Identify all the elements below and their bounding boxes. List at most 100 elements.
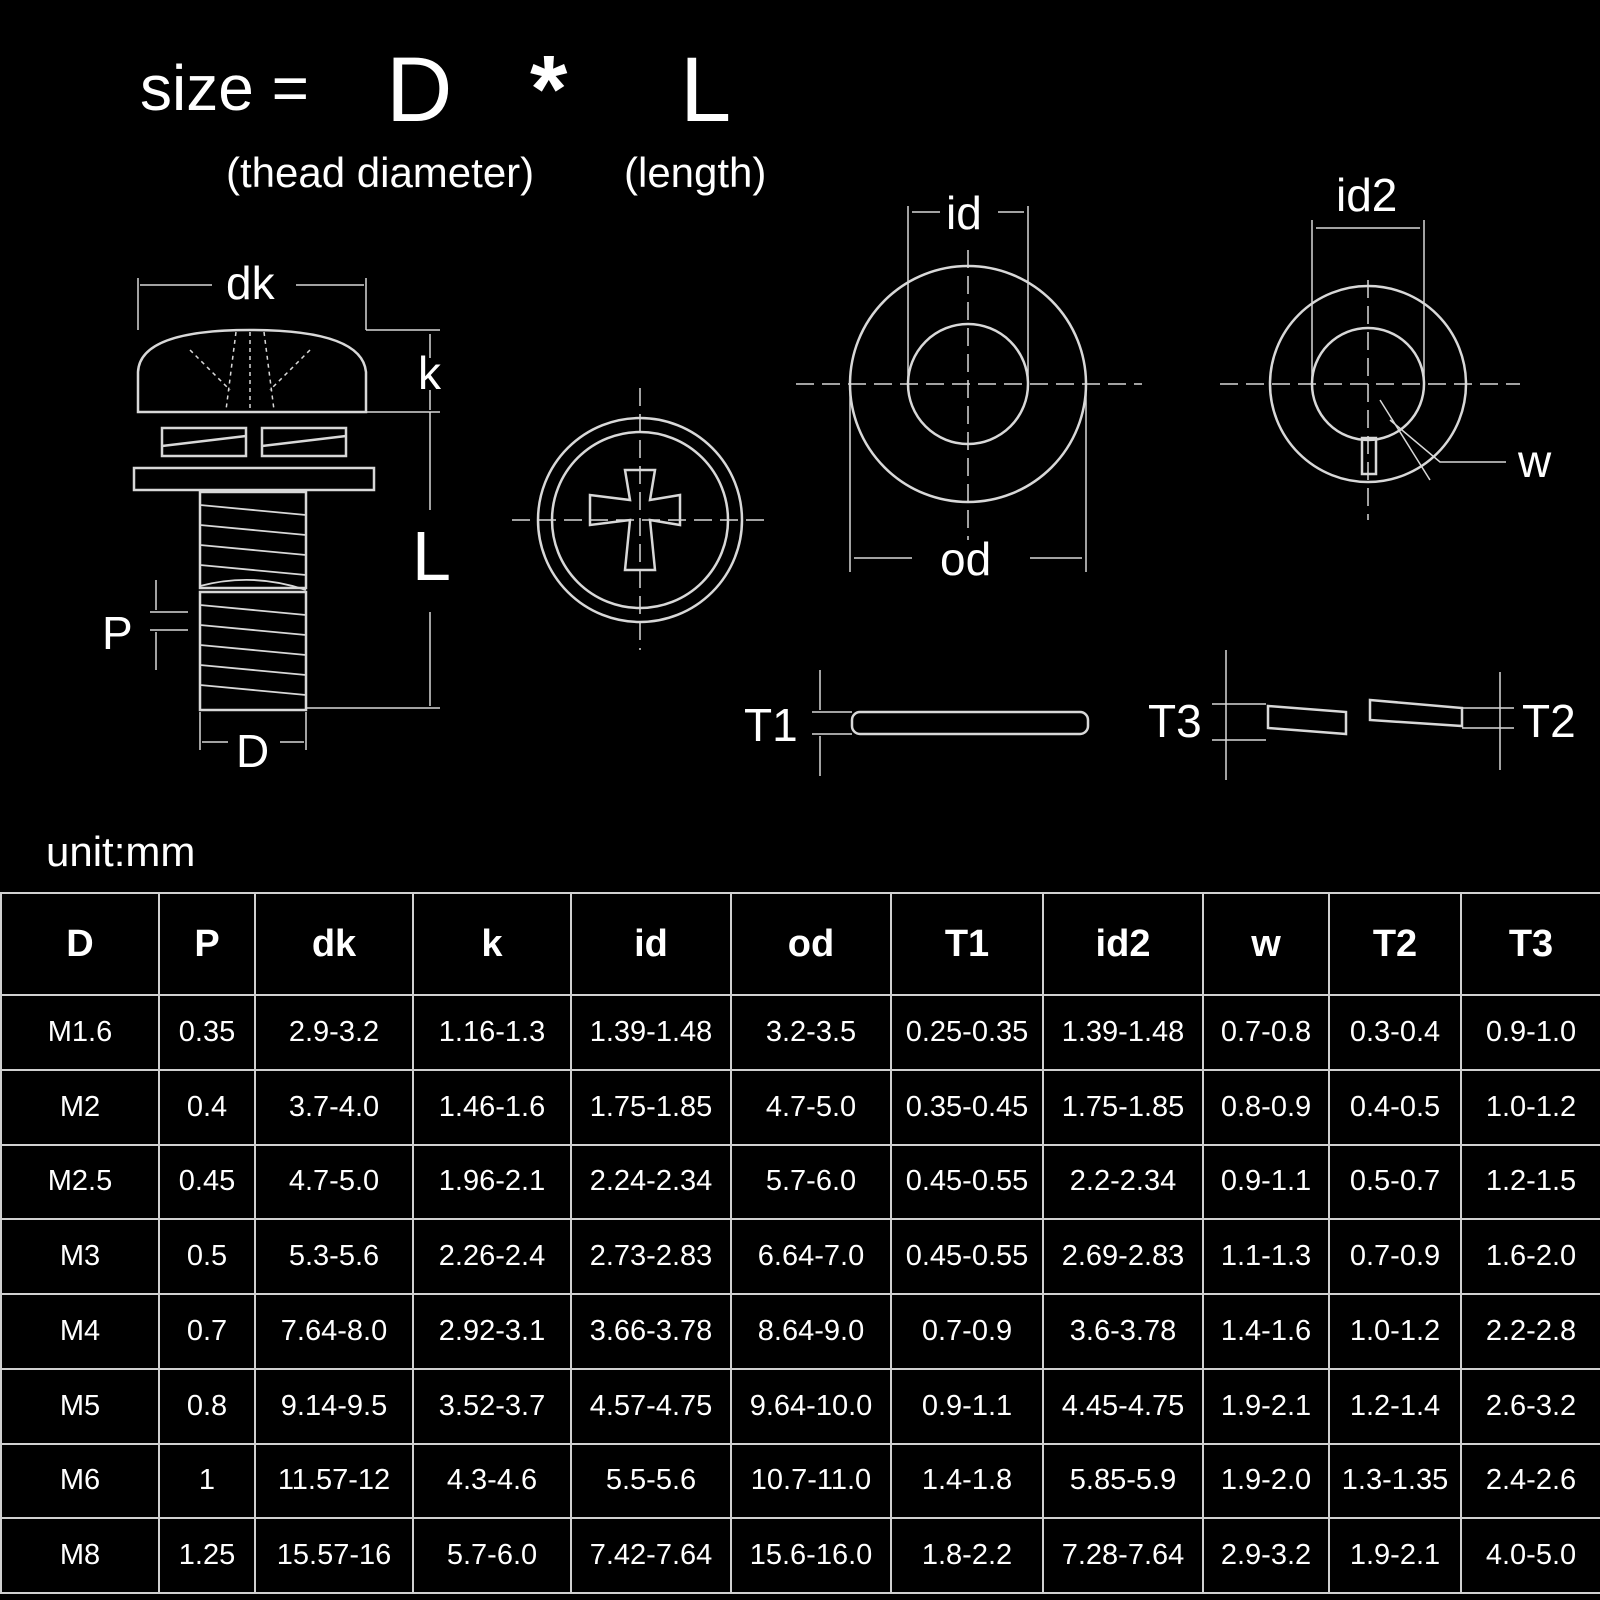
caption-diameter: (thead diameter) — [226, 149, 535, 196]
table-cell: 3.6-3.78 — [1042, 1293, 1204, 1370]
table-cell: 0.4 — [158, 1068, 256, 1146]
table-cell: 1.1-1.3 — [1202, 1218, 1330, 1295]
table-cell: 2.2-2.34 — [1042, 1143, 1204, 1221]
table-cell: 3.2-3.5 — [730, 994, 892, 1071]
table-cell: M2 — [0, 1068, 160, 1146]
table-cell: 2.73-2.83 — [570, 1218, 732, 1295]
title-operator: * — [530, 36, 568, 143]
table-cell: M4 — [0, 1293, 160, 1370]
table-cell: 1.0-1.2 — [1460, 1068, 1600, 1146]
title-d: D — [386, 39, 453, 141]
table-cell: 4.7-5.0 — [730, 1068, 892, 1146]
table-cell: 1.9-2.1 — [1202, 1367, 1330, 1445]
label-od: od — [940, 533, 992, 585]
table-cell: 1.75-1.85 — [1042, 1068, 1204, 1146]
table-cell: 10.7-11.0 — [730, 1442, 892, 1520]
table-cell: 15.6-16.0 — [730, 1517, 892, 1594]
label-T3: T3 — [1148, 695, 1202, 747]
table-cell: 6.64-7.0 — [730, 1218, 892, 1295]
table-cell: 5.7-6.0 — [412, 1517, 572, 1594]
dimension-lines-screw — [137, 278, 440, 750]
table-cell: 7.42-7.64 — [570, 1517, 732, 1594]
table-cell: 4.7-5.0 — [254, 1143, 414, 1221]
table-cell: M5 — [0, 1367, 160, 1445]
table-cell: 1.2-1.4 — [1328, 1367, 1462, 1445]
table-cell: 2.92-3.1 — [412, 1293, 572, 1370]
table-cell: 0.45-0.55 — [890, 1218, 1044, 1295]
table-cell: 5.85-5.9 — [1042, 1442, 1204, 1520]
column-header: dk — [254, 892, 414, 996]
table-cell: 1.96-2.1 — [412, 1143, 572, 1221]
table-cell: 0.35-0.45 — [890, 1068, 1044, 1146]
unit-label: unit:mm — [46, 828, 196, 875]
table-cell: 0.45-0.55 — [890, 1143, 1044, 1221]
table-cell: 0.8 — [158, 1367, 256, 1445]
table-cell: 2.2-2.8 — [1460, 1293, 1600, 1370]
flat-washer-icon — [132, 466, 376, 492]
label-w: w — [1518, 435, 1552, 487]
table-cell: 1.3-1.35 — [1328, 1442, 1462, 1520]
table-cell: 1.75-1.85 — [570, 1068, 732, 1146]
spring-washer-side-icon — [1212, 650, 1514, 780]
table-cell: 1.0-1.2 — [1328, 1293, 1462, 1370]
table-cell: 0.7-0.8 — [1202, 994, 1330, 1071]
table-cell: 3.66-3.78 — [570, 1293, 732, 1370]
label-D: D — [236, 725, 270, 777]
caption-length: (length) — [624, 149, 767, 196]
column-header: w — [1202, 892, 1330, 996]
label-dk: dk — [226, 257, 275, 309]
table-cell: 1.6-2.0 — [1460, 1218, 1600, 1295]
label-P: P — [102, 607, 133, 659]
table-cell: 4.57-4.75 — [570, 1367, 732, 1445]
table-cell: 1.8-2.2 — [890, 1517, 1044, 1594]
spring-washer-top-icon — [1220, 220, 1520, 520]
label-L: L — [412, 517, 451, 595]
table-cell: 1.9-2.1 — [1328, 1517, 1462, 1594]
table-cell: 1.25 — [158, 1517, 256, 1594]
table-cell: 2.69-2.83 — [1042, 1218, 1204, 1295]
table-cell: 0.7-0.9 — [890, 1293, 1044, 1370]
flat-washer-top-icon — [796, 206, 1142, 572]
table-cell: M3 — [0, 1218, 160, 1295]
table-cell: M1.6 — [0, 994, 160, 1071]
table-cell: 2.9-3.2 — [254, 994, 414, 1071]
table-cell: 4.0-5.0 — [1460, 1517, 1600, 1594]
table-cell: 0.25-0.35 — [890, 994, 1044, 1071]
table-cell: 0.45 — [158, 1143, 256, 1221]
table-cell: 4.3-4.6 — [412, 1442, 572, 1520]
title-size-text: size = — [140, 52, 309, 124]
table-cell: 2.26-2.4 — [412, 1218, 572, 1295]
table-cell: 5.7-6.0 — [730, 1143, 892, 1221]
table-cell: 7.28-7.64 — [1042, 1517, 1204, 1594]
table-cell: 9.14-9.5 — [254, 1367, 414, 1445]
table-cell: 8.64-9.0 — [730, 1293, 892, 1370]
table-cell: 0.35 — [158, 994, 256, 1071]
table-cell: 7.64-8.0 — [254, 1293, 414, 1370]
table-cell: 1.16-1.3 — [412, 994, 572, 1071]
table-cell: 1.4-1.6 — [1202, 1293, 1330, 1370]
table-cell: 4.45-4.75 — [1042, 1367, 1204, 1445]
column-header: T1 — [890, 892, 1044, 996]
table-cell: 3.52-3.7 — [412, 1367, 572, 1445]
table-cell: 1.39-1.48 — [570, 994, 732, 1071]
table-cell: 1.46-1.6 — [412, 1068, 572, 1146]
column-header: D — [0, 892, 160, 996]
table-cell: 1.2-1.5 — [1460, 1143, 1600, 1221]
label-id2: id2 — [1336, 169, 1398, 221]
screw-head-icon — [136, 328, 368, 414]
table-cell: 0.7-0.9 — [1328, 1218, 1462, 1295]
table-cell: 3.7-4.0 — [254, 1068, 414, 1146]
table-cell: 0.5 — [158, 1218, 256, 1295]
table-cell: 0.9-1.0 — [1460, 994, 1600, 1071]
flat-washer-side-icon — [812, 670, 1090, 776]
table-cell: 0.5-0.7 — [1328, 1143, 1462, 1221]
